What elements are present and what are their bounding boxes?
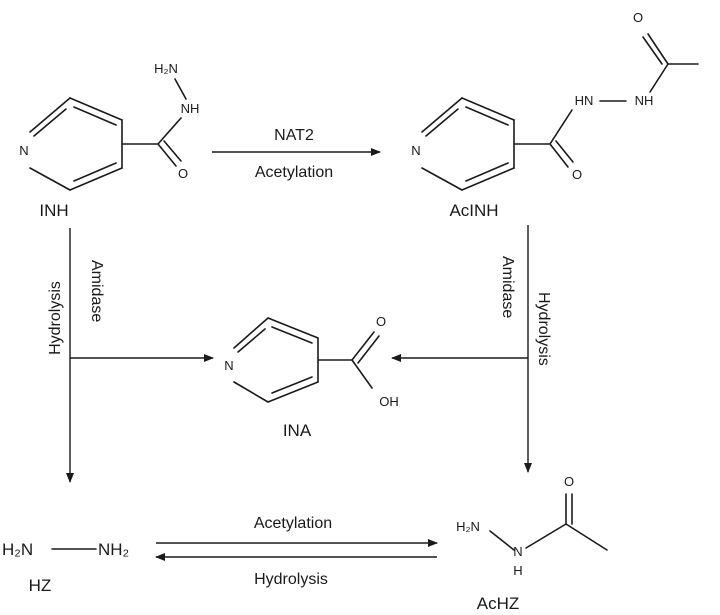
top-process-label: Acetylation: [255, 164, 333, 181]
right-process-label: Hydrolysis: [535, 292, 552, 366]
ina-ring-nitrogen: N: [224, 358, 233, 373]
acinh-hn: HN: [575, 93, 594, 108]
acinh-ring-nitrogen: N: [411, 143, 420, 158]
hz-h2n: H₂N: [2, 540, 33, 559]
top-enzyme-label: NAT2: [274, 127, 314, 144]
inh-carbonyl-oxygen: O: [178, 166, 188, 181]
acinh-pyridine-ring: [421, 97, 515, 191]
left-process-label: Hydrolysis: [47, 281, 64, 355]
bottom-reverse-label: Hydrolysis: [254, 571, 328, 588]
acinh-nh: NH: [635, 93, 654, 108]
achz-label: AcHZ: [477, 594, 520, 613]
right-enzyme-label: Amidase: [499, 256, 516, 318]
hz-nh2: NH₂: [98, 540, 129, 559]
bottom-equilibrium-arrows: Acetylation Hydrolysis: [155, 515, 438, 588]
inh-terminal-h2n: H₂N: [154, 61, 178, 76]
achz-carbonyl-oxygen: O: [564, 474, 574, 489]
achz-nh-n: N: [513, 544, 522, 559]
acinh-carbonyl-oxygen: O: [572, 167, 582, 182]
ina-structure: N O OH INA: [224, 314, 398, 440]
left-hydrolysis-arrow: Amidase Hydrolysis: [47, 228, 214, 483]
achz-structure: H₂N N H O AcHZ: [456, 474, 608, 613]
inh-ring-nitrogen: N: [19, 143, 28, 158]
ina-label: INA: [283, 421, 312, 440]
inh-label: INH: [39, 201, 68, 220]
ina-pyridine-ring: [233, 317, 319, 403]
ina-hydroxyl: OH: [379, 394, 399, 409]
hz-structure: H₂N NH₂ HZ: [2, 540, 129, 595]
left-enzyme-label: Amidase: [88, 260, 105, 322]
bottom-forward-label: Acetylation: [254, 515, 332, 532]
hz-label: HZ: [29, 576, 52, 595]
acinh-structure: N O HN NH O AcINH: [411, 10, 699, 220]
inh-pyridine-ring: [29, 97, 123, 191]
acinh-acetyl-oxygen: O: [633, 10, 643, 25]
inh-amide-nh: NH: [181, 101, 200, 116]
top-acetylation-arrow: NAT2 Acetylation: [212, 127, 381, 181]
ina-carbonyl-oxygen: O: [376, 314, 386, 329]
achz-nh-h: H: [513, 563, 522, 578]
inh-structure: N O NH H₂N INH: [19, 61, 199, 220]
acinh-label: AcINH: [449, 201, 498, 220]
achz-h2n: H₂N: [456, 519, 480, 534]
right-hydrolysis-arrow: Amidase Hydrolysis: [391, 225, 552, 473]
